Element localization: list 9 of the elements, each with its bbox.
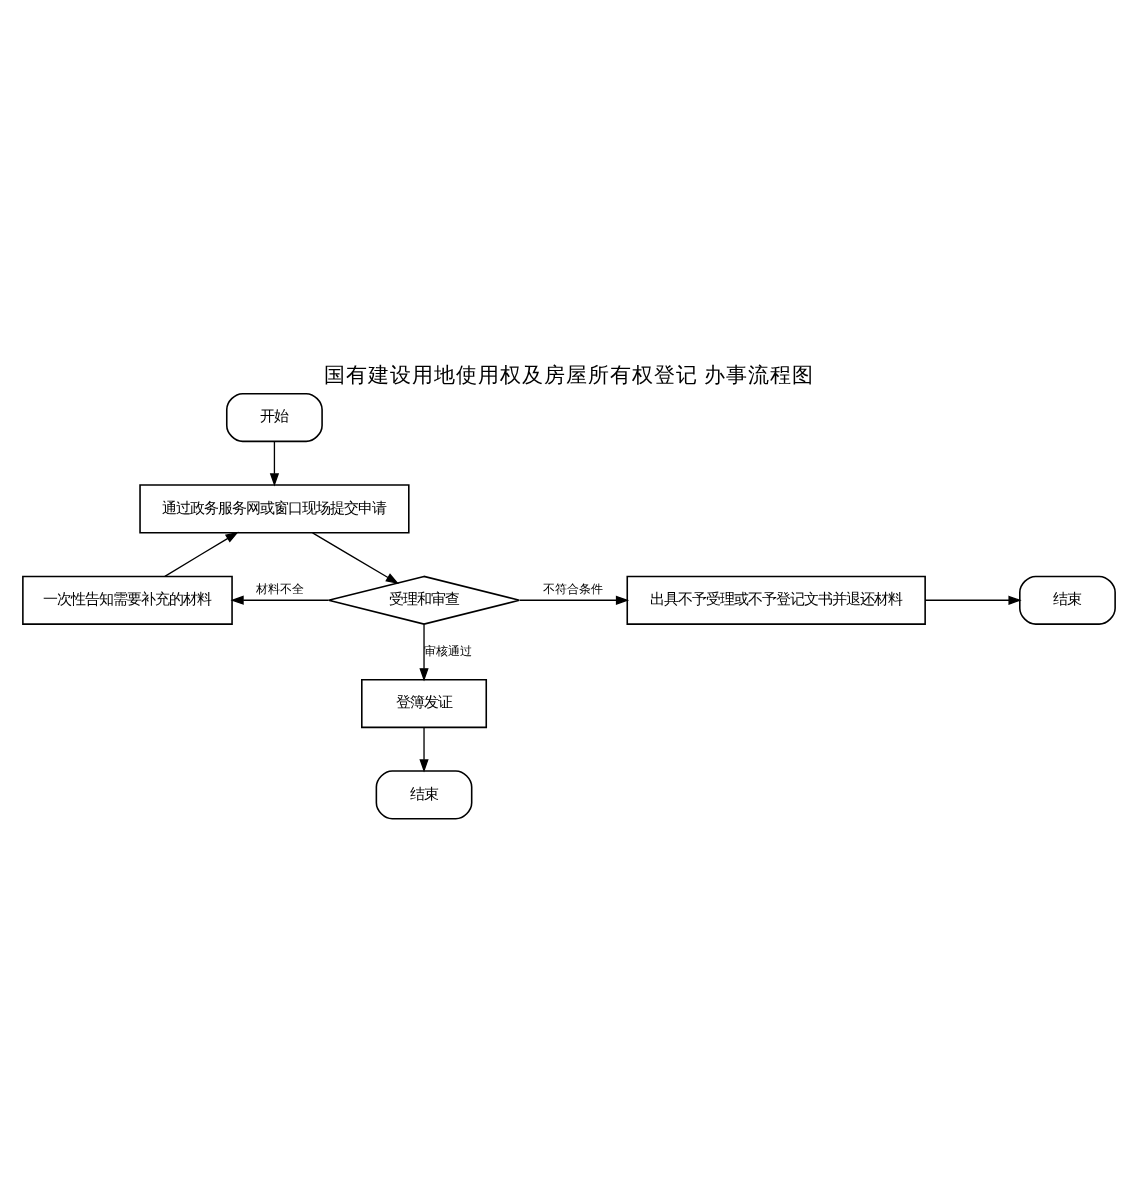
arrow	[269, 441, 280, 487]
arrow	[164, 531, 239, 577]
arrow	[924, 595, 1022, 605]
arrow	[230, 595, 330, 605]
arrow	[419, 623, 429, 682]
arrow	[311, 532, 399, 585]
arrow	[419, 727, 429, 773]
diagram-title: 国有建设用地使用权及房屋所有权登记 办事流程图	[323, 363, 815, 388]
arrow	[519, 595, 630, 605]
